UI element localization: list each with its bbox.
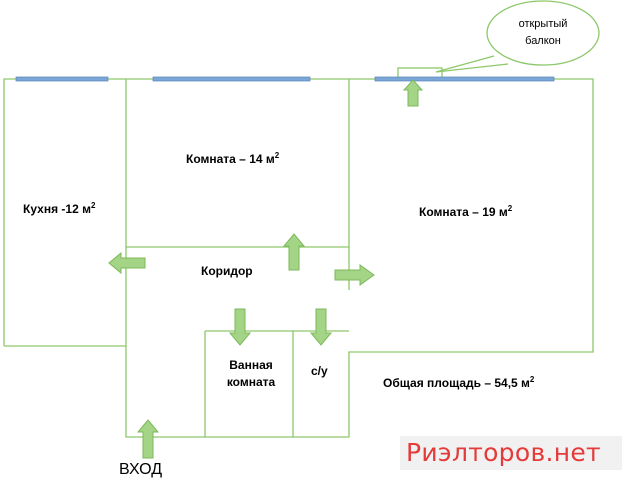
window-room19 (374, 76, 555, 82)
room14-label: Комната – 14 м2 (186, 151, 280, 166)
arrow-toilet (309, 308, 333, 346)
bathroom-label: Ванная комната (215, 357, 287, 391)
arrow-balcony (402, 79, 424, 107)
callout-line1: открытый (518, 18, 568, 30)
door-arrows (108, 79, 424, 459)
arrow-entrance (136, 419, 160, 459)
arrow-room14 (282, 233, 306, 271)
arrow-bathroom (228, 308, 252, 346)
arrow-room19 (334, 264, 375, 286)
callout-line2: балкон (525, 35, 561, 47)
room19-label: Комната – 19 м2 (419, 204, 513, 219)
watermark: Риэлторов.нет (400, 436, 622, 470)
watermark-text: Риэлторов.нет (406, 438, 601, 467)
bathroom-label-line2: комната (226, 375, 276, 389)
total-area-label: Общая площадь – 54,5 м2 (383, 375, 535, 390)
bathroom-label-line1: Ванная (229, 358, 273, 372)
window-room14 (152, 76, 311, 82)
kitchen-label: Кухня -12 м2 (23, 201, 96, 216)
window-kitchen (15, 76, 109, 82)
toilet-label: с/у (311, 364, 328, 378)
corridor-label: Коридор (201, 264, 253, 278)
balcony-callout-text: открытый балкон (506, 16, 580, 50)
arrow-kitchen (108, 251, 146, 275)
windows (15, 76, 555, 82)
callout-bubble (435, 0, 600, 73)
entrance-label: ВХОД (119, 461, 163, 478)
